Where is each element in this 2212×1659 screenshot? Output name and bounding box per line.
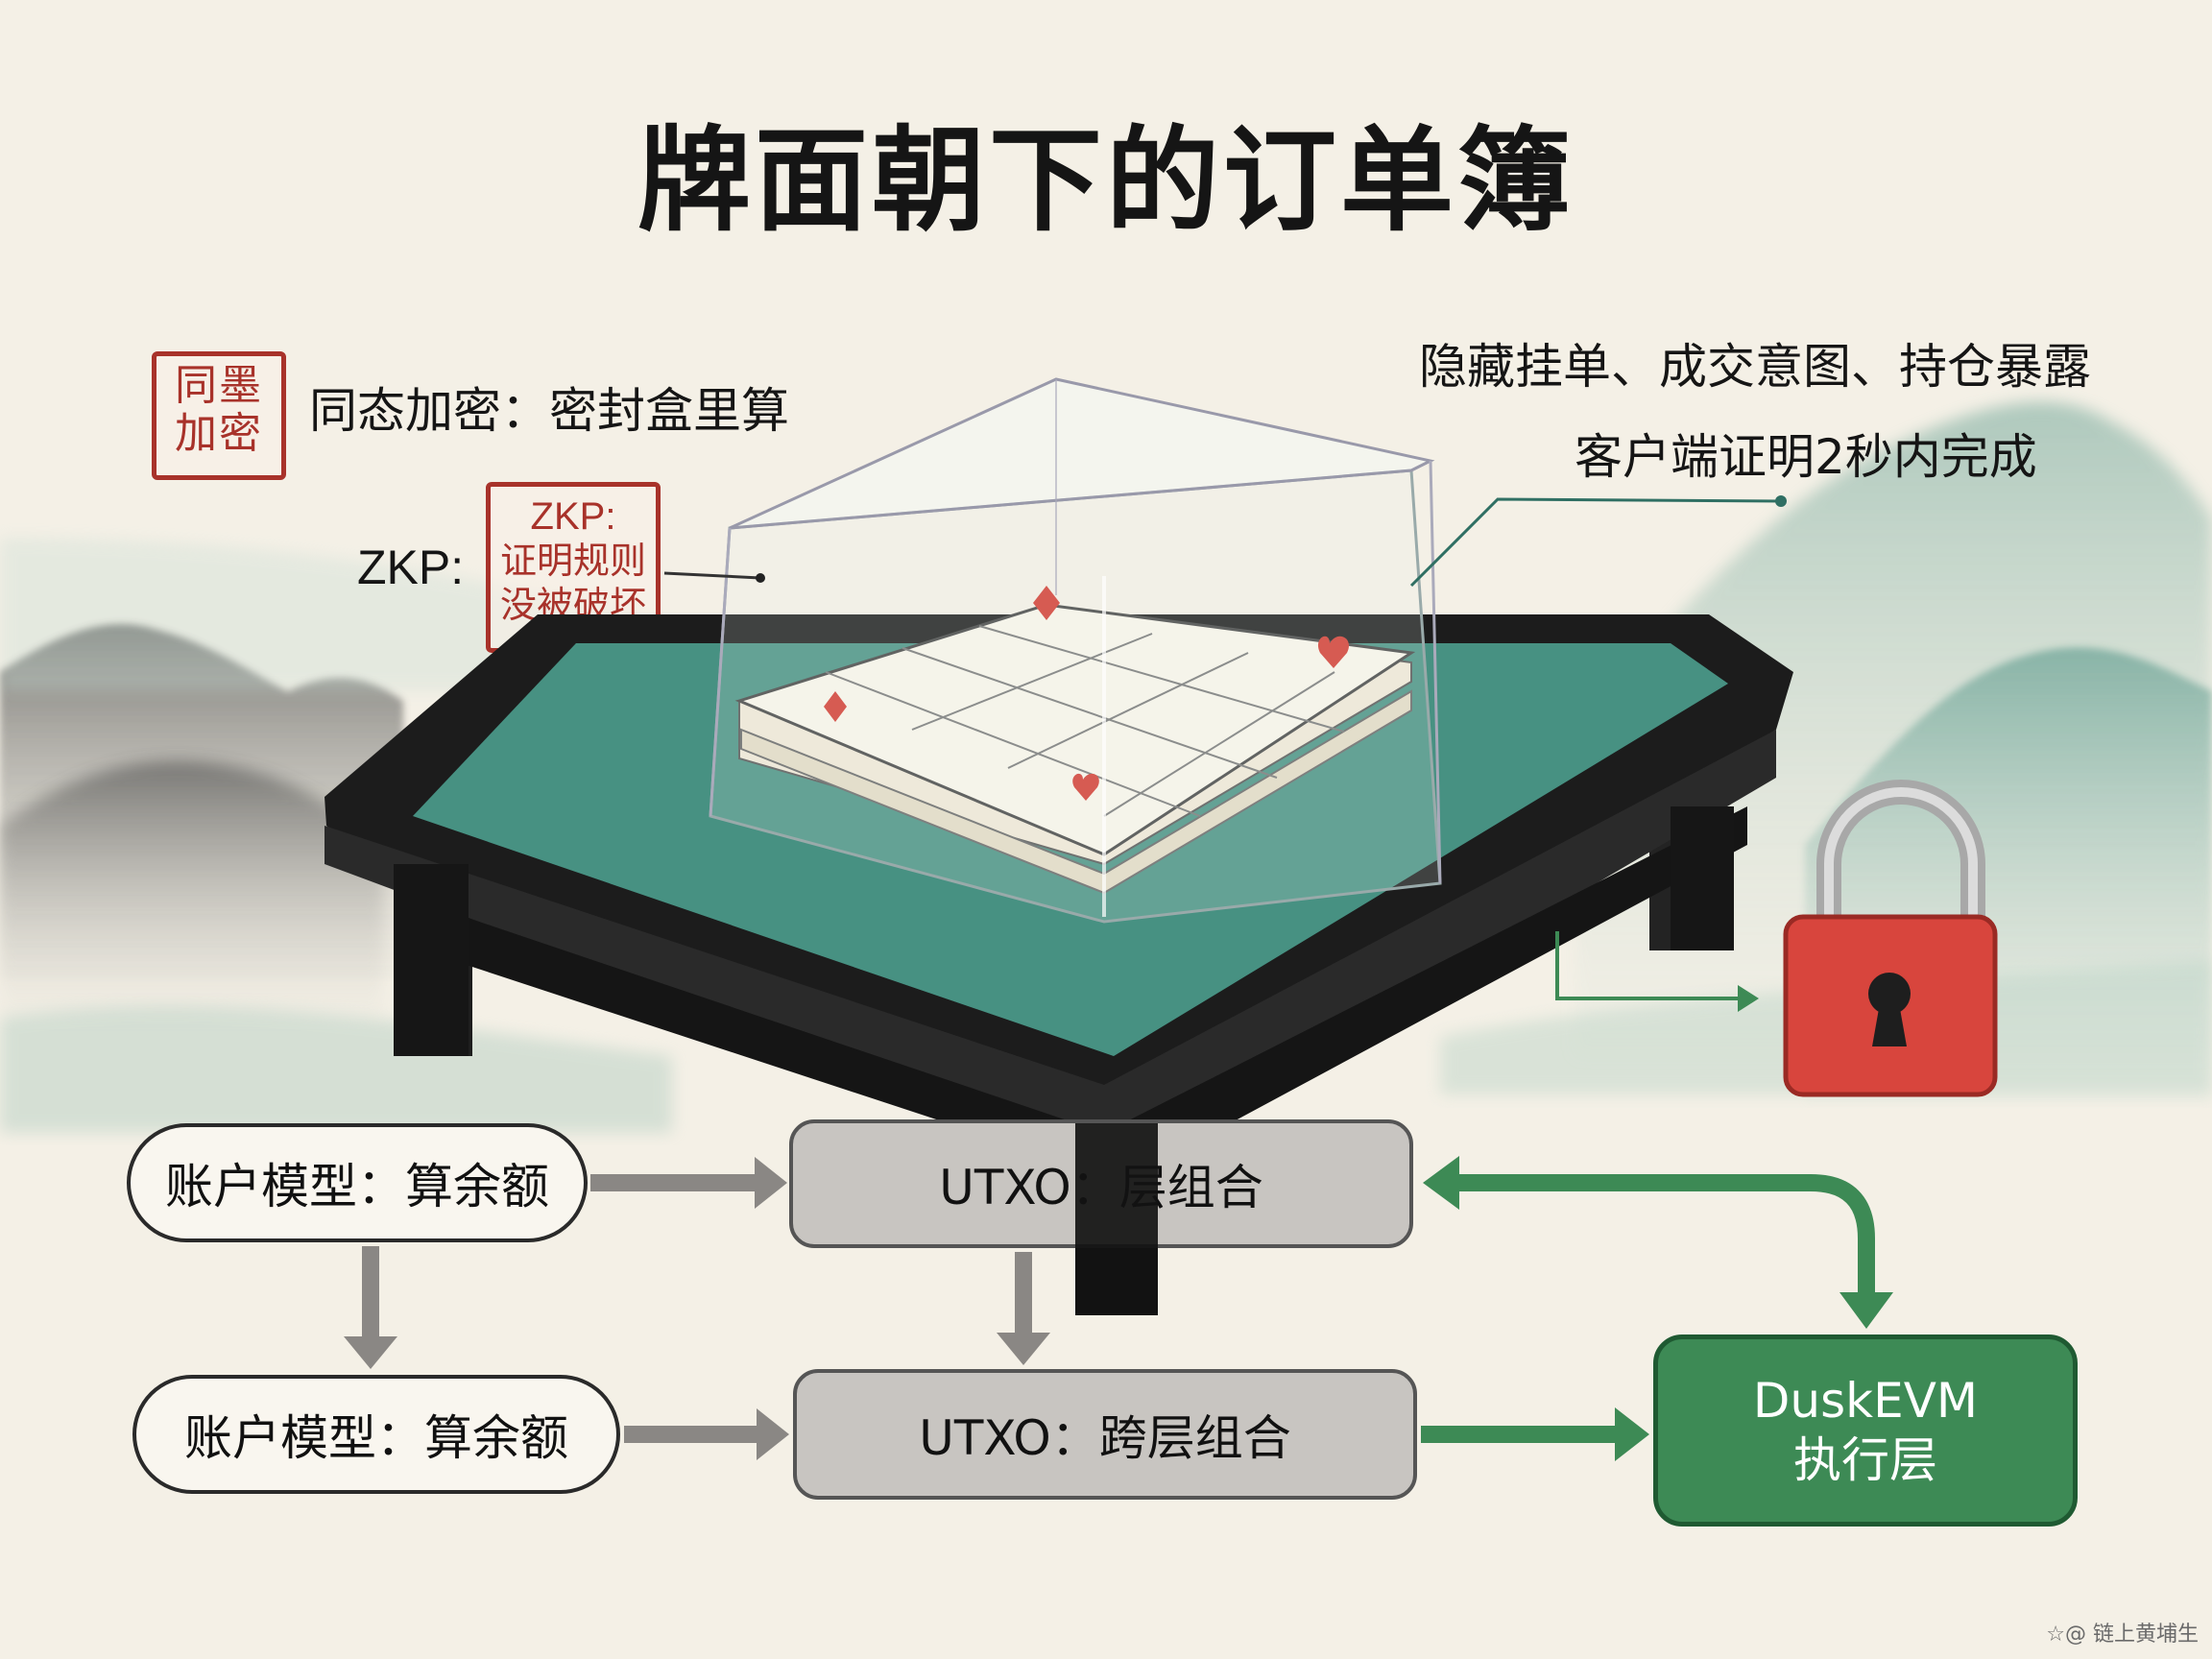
dome-edge: [1429, 460, 1442, 884]
note-connector-line: [1409, 497, 1782, 588]
duskevm-label: DuskEVM: [1752, 1373, 1979, 1429]
arrowhead-b5-b2-down: [1839, 1292, 1893, 1329]
card-suit-diamond: [824, 691, 847, 722]
glass-dome-icon: [709, 377, 1442, 924]
label-zkp: ZKP:: [357, 541, 465, 594]
card-grid-line: [1007, 652, 1249, 769]
arrowhead-b1-b3: [344, 1336, 397, 1369]
card-top: [734, 603, 1416, 856]
box-duskevm: DuskEVM 执行层: [1653, 1334, 2078, 1527]
arrowhead-b5-b2-left: [1423, 1156, 1459, 1210]
table-leg-front-right: [1671, 806, 1734, 950]
seal-zkp-line1: ZKP:: [530, 495, 616, 538]
note-connector-dot: [1775, 495, 1787, 507]
zkp-connector-dot: [756, 573, 765, 583]
card-suit-heart: [1317, 636, 1350, 668]
box-account-model-bottom: 账户模型：算余额: [132, 1375, 620, 1494]
note-client-proof: 客户端证明2秒内完成: [1575, 429, 2037, 485]
arrowhead-b2-b4: [997, 1333, 1050, 1365]
seal-he-line1: 同墨: [175, 361, 263, 410]
card-grid-line: [1103, 671, 1335, 817]
left-mountain-near: [0, 760, 384, 1018]
note-hidden-orders: 隐藏挂单、成交意图、持仓暴露: [1419, 339, 2091, 395]
card-suit-diamond: [1033, 586, 1060, 620]
card-grid-line: [911, 633, 1153, 731]
table-leg-front-left: [394, 864, 469, 1056]
watermark: ☆@ 链上黄埔生: [2046, 1623, 2199, 1647]
padlock-icon: [1783, 780, 1998, 1097]
playing-card-icon: [734, 586, 1416, 895]
arrowhead-b4-b5: [1615, 1407, 1649, 1461]
card-suit-heart: [1072, 773, 1099, 801]
page-title: 牌面朝下的订单簿: [637, 113, 1575, 247]
zkp-connector-line: [663, 571, 761, 580]
box-utxo-top: UTXO：层组合: [789, 1119, 1413, 1248]
seal-zkp-line2: 证明规则: [499, 540, 646, 582]
label-homomorphic-encryption: 同态加密：密封盒里算: [309, 383, 789, 439]
execution-layer-label: 执行层: [1793, 1432, 1937, 1488]
padlock-shackle-inner: [1824, 787, 1978, 922]
box-account-model-top: 账户模型：算余额: [127, 1123, 588, 1242]
arrowhead-b3-b4: [757, 1408, 789, 1460]
table-apron: [422, 806, 1747, 1181]
arrowhead-b1-b2: [755, 1157, 787, 1209]
padlock-keyhole-slot: [1872, 1003, 1907, 1046]
seal-stamp-he: 同墨 加密: [152, 351, 286, 480]
card-grid-line: [902, 647, 1278, 779]
card-grid-line: [825, 671, 1201, 817]
padlock-keyhole: [1868, 973, 1911, 1015]
card-grid-line: [978, 625, 1345, 733]
flow-arrows: [344, 1156, 1893, 1461]
arrow-b5-b2: [1457, 1174, 1875, 1296]
lock-connector-arrowhead: [1738, 985, 1759, 1012]
seal-he-line2: 加密: [175, 409, 263, 458]
box-utxo-bottom: UTXO：跨层组合: [793, 1369, 1417, 1500]
lock-connector-arrow: [1555, 931, 1738, 1000]
left-green-wash: [0, 1005, 672, 1133]
